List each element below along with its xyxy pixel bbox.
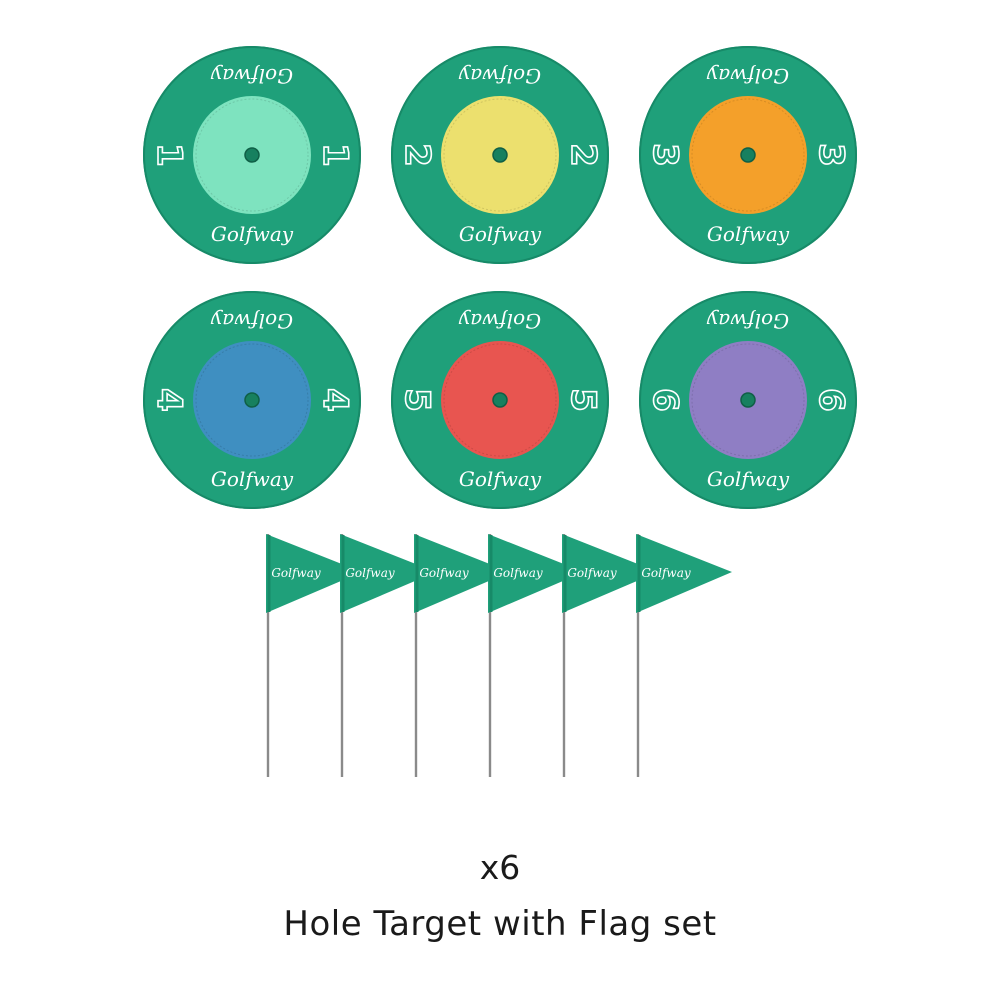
- flag-brand-logo: Golfway: [419, 566, 469, 580]
- flag-cloth: [340, 534, 436, 613]
- target-number-left: 4: [149, 388, 189, 412]
- brand-logo-bottom: Golfway: [211, 467, 294, 491]
- pin-flag-4: Golfway: [484, 530, 584, 780]
- target-number-left: 6: [645, 388, 685, 412]
- pin-flag-3: Golfway: [410, 530, 510, 780]
- center-peg-icon: [740, 392, 756, 408]
- target-number-left: 3: [645, 143, 685, 167]
- target-number-left: 5: [397, 388, 437, 412]
- brand-logo-top: Golfway: [458, 64, 541, 88]
- flag-brand-logo: Golfway: [641, 566, 691, 580]
- flag-brand-logo: Golfway: [345, 566, 395, 580]
- flag-cloth: [488, 534, 584, 613]
- center-peg-icon: [492, 392, 508, 408]
- brand-logo-top: Golfway: [210, 309, 293, 333]
- flag-brand-logo: Golfway: [493, 566, 543, 580]
- target-number-right: 4: [315, 388, 355, 412]
- flag-brand-logo: Golfway: [567, 566, 617, 580]
- pin-flag-2: Golfway: [336, 530, 436, 780]
- brand-logo-bottom: Golfway: [211, 222, 294, 246]
- center-peg-icon: [244, 392, 260, 408]
- brand-logo-top: Golfway: [706, 309, 789, 333]
- pin-flag-1: Golfway: [262, 530, 362, 780]
- flag-cloth: [636, 534, 732, 613]
- target-number-left: 1: [149, 143, 189, 167]
- brand-logo-top: Golfway: [458, 309, 541, 333]
- target-number-right: 6: [811, 388, 851, 412]
- brand-logo-bottom: Golfway: [707, 222, 790, 246]
- center-peg-icon: [492, 147, 508, 163]
- brand-logo-bottom: Golfway: [459, 222, 542, 246]
- pin-flag-5: Golfway: [558, 530, 658, 780]
- flag-cloth: [562, 534, 658, 613]
- target-number-right: 3: [811, 143, 851, 167]
- center-peg-icon: [740, 147, 756, 163]
- product-title: Hole Target with Flag set: [283, 904, 717, 944]
- center-peg-icon: [244, 147, 260, 163]
- flag-cloth: [414, 534, 510, 613]
- pin-flag-6: Golfway: [632, 530, 732, 780]
- target-number-left: 2: [397, 143, 437, 167]
- brand-logo-top: Golfway: [706, 64, 789, 88]
- target-number-right: 1: [315, 143, 355, 167]
- flag-brand-logo: Golfway: [271, 566, 321, 580]
- flag-cloth: [266, 534, 362, 613]
- target-number-right: 2: [563, 143, 603, 167]
- brand-logo-bottom: Golfway: [707, 467, 790, 491]
- target-number-right: 5: [563, 388, 603, 412]
- quantity-label: x6: [479, 848, 521, 887]
- brand-logo-top: Golfway: [210, 64, 293, 88]
- brand-logo-bottom: Golfway: [459, 467, 542, 491]
